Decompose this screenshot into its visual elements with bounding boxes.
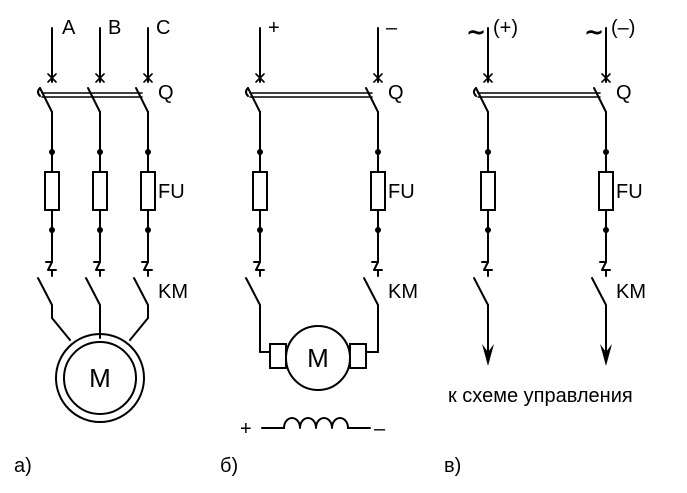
contactor-label-a: KM <box>158 281 188 303</box>
caption-c: в) <box>444 455 461 477</box>
caption-b: б) <box>220 455 238 477</box>
contactor-km-c <box>473 261 611 306</box>
breaker-q-b <box>245 73 383 113</box>
switch-label-c: Q <box>616 82 632 104</box>
dc-motor: M <box>269 325 367 391</box>
field-winding <box>261 417 371 429</box>
control-note: к схеме управления <box>448 385 633 407</box>
fuses-fu-b <box>252 171 386 211</box>
contactor-km-b <box>245 261 383 306</box>
panel-c: ~ (+) ~ (–) Q FU KM к схеме управления в… <box>444 17 646 477</box>
contactor-km-a <box>37 261 153 306</box>
panel-b: M + – Q FU KM + – б) <box>220 17 418 477</box>
field-neg-label: – <box>374 418 386 440</box>
neg-label-c: (–) <box>611 17 635 39</box>
phase-label-a: A <box>62 17 76 39</box>
field-pos-label: + <box>240 418 252 440</box>
motor-label-a: M <box>89 363 111 393</box>
phase-label-c: C <box>156 17 170 39</box>
left-conductor-c <box>482 27 494 366</box>
ac-symbol-right: ~ <box>584 18 604 46</box>
panel-a: M A B C Q FU KM а) <box>14 17 188 477</box>
fuse-label-b: FU <box>388 181 415 203</box>
contactor-label-c: KM <box>616 281 646 303</box>
neg-label-b: – <box>386 17 398 39</box>
switch-label-b: Q <box>388 82 404 104</box>
right-conductor-c <box>600 27 612 366</box>
pos-label-c: (+) <box>493 17 518 39</box>
ac-motor: M <box>55 333 145 423</box>
contactor-label-b: KM <box>388 281 418 303</box>
breaker-q-c <box>473 73 611 113</box>
caption-a: а) <box>14 455 32 477</box>
fuse-label-a: FU <box>158 181 185 203</box>
negative-conductor <box>365 27 379 353</box>
pos-label-b: + <box>268 17 280 39</box>
breaker-q-a <box>37 73 153 113</box>
switch-label-a: Q <box>158 82 174 104</box>
ac-symbol-left: ~ <box>466 18 486 46</box>
fuse-label-c: FU <box>616 181 643 203</box>
fuses-fu-c <box>480 171 614 211</box>
positive-conductor <box>259 27 271 353</box>
fuses-fu-a <box>44 171 156 211</box>
phase-label-b: B <box>108 17 121 39</box>
motor-label-b: M <box>307 343 329 373</box>
